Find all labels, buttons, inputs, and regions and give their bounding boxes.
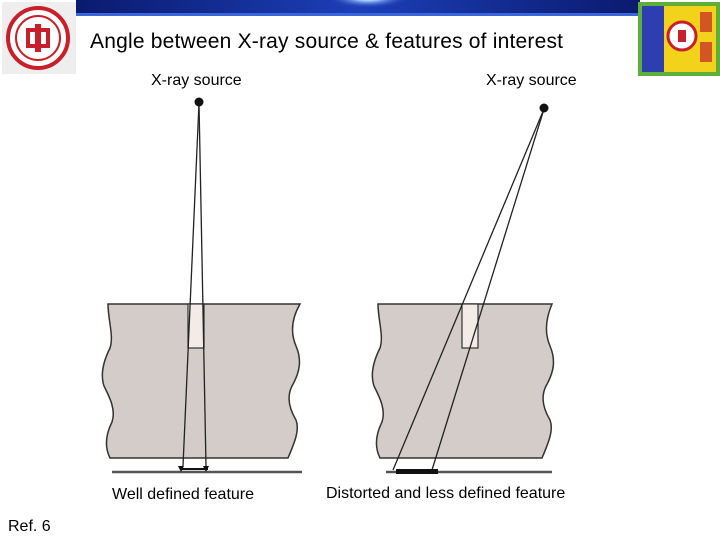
ray-right-1	[392, 108, 545, 471]
material-block-right	[371, 303, 555, 459]
slide-title: Angle between X-ray source & features of…	[90, 30, 564, 53]
xray-source-label-right: X-ray source	[486, 72, 577, 89]
ray-right-2	[431, 108, 545, 471]
feature-left	[187, 303, 205, 349]
image-bar-right	[396, 469, 438, 474]
header-bar	[76, 0, 640, 16]
xray-source-point-right	[539, 103, 549, 113]
feature-right	[461, 303, 479, 349]
xray-source-point-left	[194, 97, 204, 107]
caption-well-defined: Well defined feature	[112, 486, 255, 503]
university-seal-logo	[2, 2, 76, 74]
material-block-left	[101, 303, 302, 459]
caption-distorted: Distorted and less defined feature	[326, 485, 566, 502]
ray-left-2	[198, 102, 207, 467]
reference-label: Ref. 6	[8, 518, 51, 535]
institute-emblem-logo	[638, 2, 720, 76]
xray-source-label-left: X-ray source	[151, 72, 242, 89]
ray-left-1	[182, 102, 200, 467]
